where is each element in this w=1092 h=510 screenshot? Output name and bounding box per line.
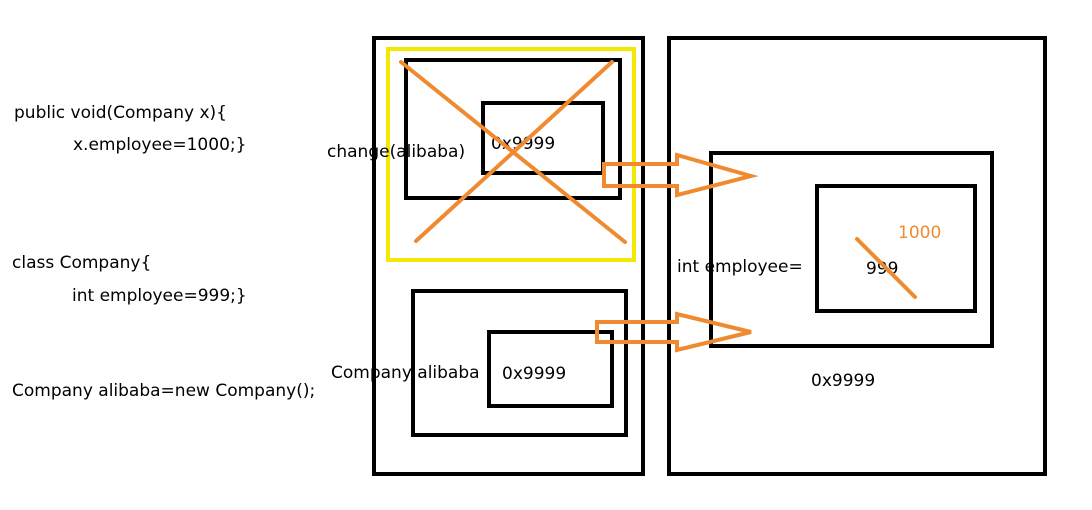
variable-frame: [411, 289, 628, 437]
heap-address: 0x9999: [811, 371, 876, 391]
heap-field-label: int employee=: [677, 257, 803, 277]
stack-container: [372, 36, 645, 476]
code-method-body: x.employee=1000;}: [73, 135, 247, 155]
code-class-field: int employee=999;}: [72, 286, 247, 306]
code-method-signature: public void(Company x){: [14, 103, 227, 123]
method-frame-pointer-box: [481, 101, 605, 175]
pointer-arrow-lower: [595, 311, 752, 353]
method-frame-label: change(alibaba): [327, 142, 466, 162]
old-value-strike: [855, 237, 917, 299]
heap-container: [667, 36, 1047, 476]
pointer-arrow-upper: [602, 152, 759, 198]
code-instantiation: Company alibaba=new Company();: [12, 381, 316, 401]
variable-pointer-box: [487, 330, 614, 408]
method-frame: [404, 58, 622, 200]
cross-line-b: [414, 60, 614, 243]
heap-field-new-value: 1000: [898, 223, 942, 243]
heap-object: [709, 151, 994, 348]
variable-label: Company alibaba: [331, 363, 480, 383]
heap-field-value-box: [815, 184, 977, 313]
variable-pointer: 0x9999: [502, 364, 567, 384]
method-frame-highlight: [386, 47, 636, 262]
code-class-declaration: class Company{: [12, 253, 152, 273]
